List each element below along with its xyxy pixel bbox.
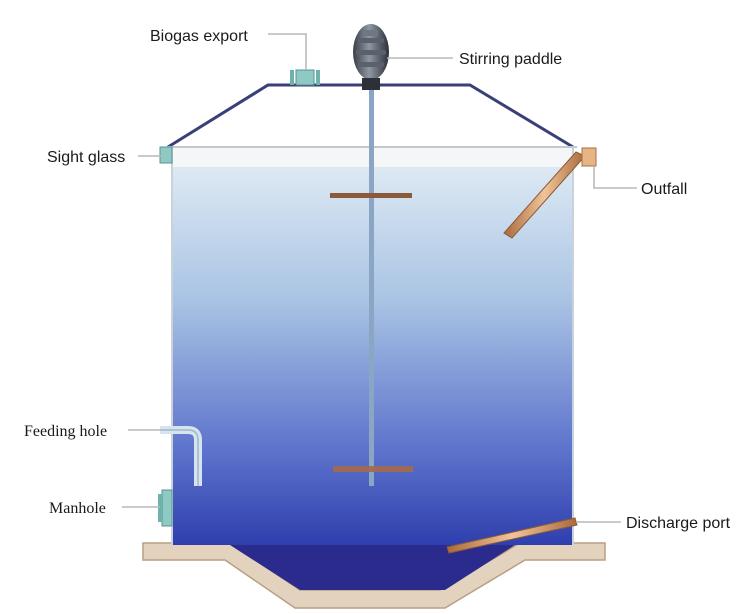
label-manhole: Manhole (49, 500, 106, 517)
sight-glass-fitting (159, 146, 173, 164)
label-sight-glass: Sight glass (47, 149, 125, 166)
paddle-blade-lower (333, 466, 413, 472)
manhole-fitting (158, 489, 173, 527)
biogas-export-fitting (290, 69, 320, 86)
label-biogas-export: Biogas export (150, 28, 248, 45)
leader-biogas-export (268, 33, 307, 70)
leader-outfall (593, 166, 637, 189)
label-discharge-port: Discharge port (626, 515, 731, 532)
paddle-blade-upper (330, 193, 412, 198)
discharge-pipe (446, 517, 578, 554)
stirring-paddle-motor (353, 24, 389, 90)
sludge-hopper (230, 545, 515, 590)
feeding-hole-pipe (160, 426, 202, 486)
paddle-shaft (369, 90, 374, 486)
outfall-pipe (503, 147, 597, 239)
label-stirring-paddle: Stirring paddle (459, 51, 562, 68)
label-feeding-hole: Feeding hole (24, 423, 107, 440)
label-outfall: Outfall (641, 181, 687, 198)
